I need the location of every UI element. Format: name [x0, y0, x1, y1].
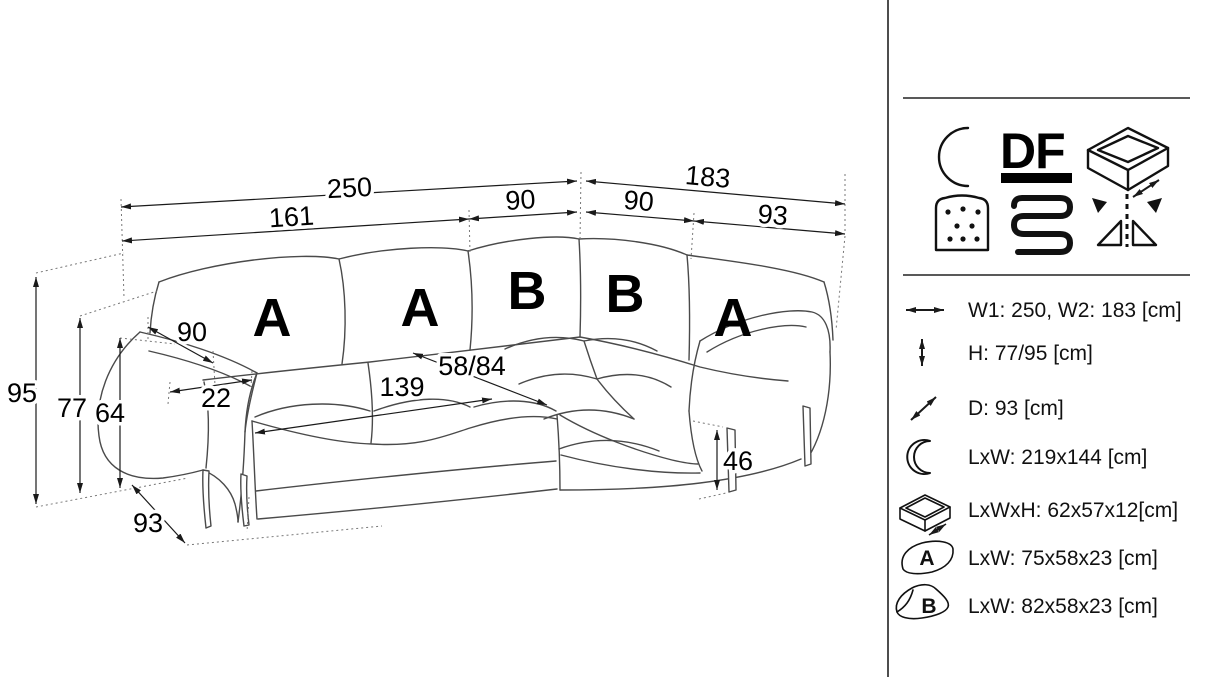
info-panel: DF — [887, 0, 1190, 677]
seat-back-junction — [202, 336, 789, 382]
dim-height-arm: 64 — [95, 398, 125, 428]
chaise-front-leg — [726, 427, 737, 493]
front-left-leg — [240, 473, 250, 527]
dim-height-max: 95 — [7, 378, 37, 408]
spec-row-cushion-b: B LxW: 82x58x23 [cm] — [895, 583, 1158, 620]
corner-notch-seam — [556, 414, 561, 491]
sleeping-area-moon-icon — [906, 439, 931, 475]
spec-row-height: H: 77/95 [cm] — [919, 339, 1093, 366]
dim-seg-right: 93 — [757, 199, 789, 231]
df-function-icon: DF — [1000, 123, 1072, 183]
dim-seat-height: 46 — [723, 446, 753, 476]
corner-tufting — [504, 336, 672, 452]
chaise-lip — [559, 414, 699, 465]
spec-row-depth: D: 93 [cm] — [910, 396, 1064, 421]
dim-seg-left: 161 — [268, 201, 315, 234]
cushion-label-a2: A — [401, 278, 440, 338]
front-face-left-edge — [251, 420, 258, 520]
depth-arrow-icon — [910, 396, 937, 421]
cushion-label-b1: B — [508, 261, 547, 321]
left-armrest — [97, 331, 258, 529]
right-armrest — [688, 310, 831, 493]
mattress-icon — [934, 194, 990, 252]
dim-depth: 93 — [133, 508, 163, 538]
spec-text: D: 93 [cm] — [968, 397, 1064, 420]
dim-seg-corner-right: 90 — [623, 185, 655, 217]
spec-text: H: 77/95 [cm] — [968, 342, 1093, 365]
spec-text: LxW: 82x58x23 [cm] — [968, 595, 1158, 618]
spec-row-storage: LxWxH: 62x57x12[cm] — [899, 494, 1178, 536]
cushion-a-badge: A — [919, 547, 934, 570]
dim-arm-diagonal: 90 — [177, 317, 207, 347]
dim-arm-width: 22 — [201, 383, 231, 413]
spec-row-cushion-a: A LxW: 75x58x23 [cm] — [901, 540, 1158, 575]
seat-puff — [473, 400, 557, 412]
cushion-label-a1: A — [253, 288, 292, 348]
spec-text: LxW: 75x58x23 [cm] — [968, 547, 1158, 570]
spec-text: W1: 250, W2: 183 [cm] — [968, 299, 1182, 322]
df-label: DF — [1000, 123, 1065, 179]
front-face-bottom — [257, 488, 558, 520]
backrest-right-edge — [823, 281, 834, 341]
moon-icon — [937, 126, 970, 188]
dim-seat-depth: 58/84 — [438, 351, 506, 381]
spec-list: W1: 250, W2: 183 [cm] H: 77/95 [cm] D: 9… — [895, 299, 1182, 620]
chaise-bottom — [559, 458, 802, 491]
measure-lines — [33, 178, 846, 544]
dimension-annotations: 250 183 161 90 90 93 95 77 64 90 22 139 … — [3, 157, 846, 546]
spec-row-width: W1: 250, W2: 183 [cm] — [906, 299, 1182, 322]
cushion-crease — [686, 254, 691, 361]
backrest-left-edge — [149, 281, 160, 334]
chaise-seam — [560, 454, 701, 474]
cushion-b-icon: B — [895, 583, 950, 620]
chaise-side-leg — [802, 405, 812, 467]
dim-seat-width: 139 — [379, 372, 424, 402]
storage-box-icon — [899, 494, 951, 536]
dim-width-right: 183 — [684, 160, 732, 194]
front-left-leg — [202, 469, 212, 529]
cushion-label-b2: B — [606, 264, 645, 324]
cushion-crease — [338, 258, 346, 365]
cushion-label-a3: A — [714, 288, 753, 348]
dim-seg-corner-left: 90 — [504, 184, 536, 216]
cushion-b-badge: B — [921, 595, 936, 618]
spring-icon — [1010, 195, 1074, 255]
seat-seam — [367, 362, 374, 444]
cushion-crease — [467, 250, 473, 351]
dim-height-back: 77 — [57, 393, 87, 423]
dim-width-total: 250 — [326, 172, 373, 205]
feature-icons: DF — [934, 123, 1170, 255]
front-face-seam — [255, 460, 557, 492]
cushion-crease — [578, 238, 582, 338]
storage-drawer-icon — [1086, 126, 1170, 198]
backrest-top-outline — [158, 236, 825, 283]
seat-front-lip — [251, 415, 558, 446]
spec-text: LxWxH: 62x57x12[cm] — [968, 499, 1178, 522]
spec-row-sleeping: LxW: 219x144 [cm] — [906, 439, 1147, 475]
seat-puff — [254, 403, 371, 418]
spec-text: LxW: 219x144 [cm] — [968, 446, 1147, 469]
cushion-a-icon: A — [901, 540, 954, 575]
fold-out-icon — [1092, 194, 1162, 247]
